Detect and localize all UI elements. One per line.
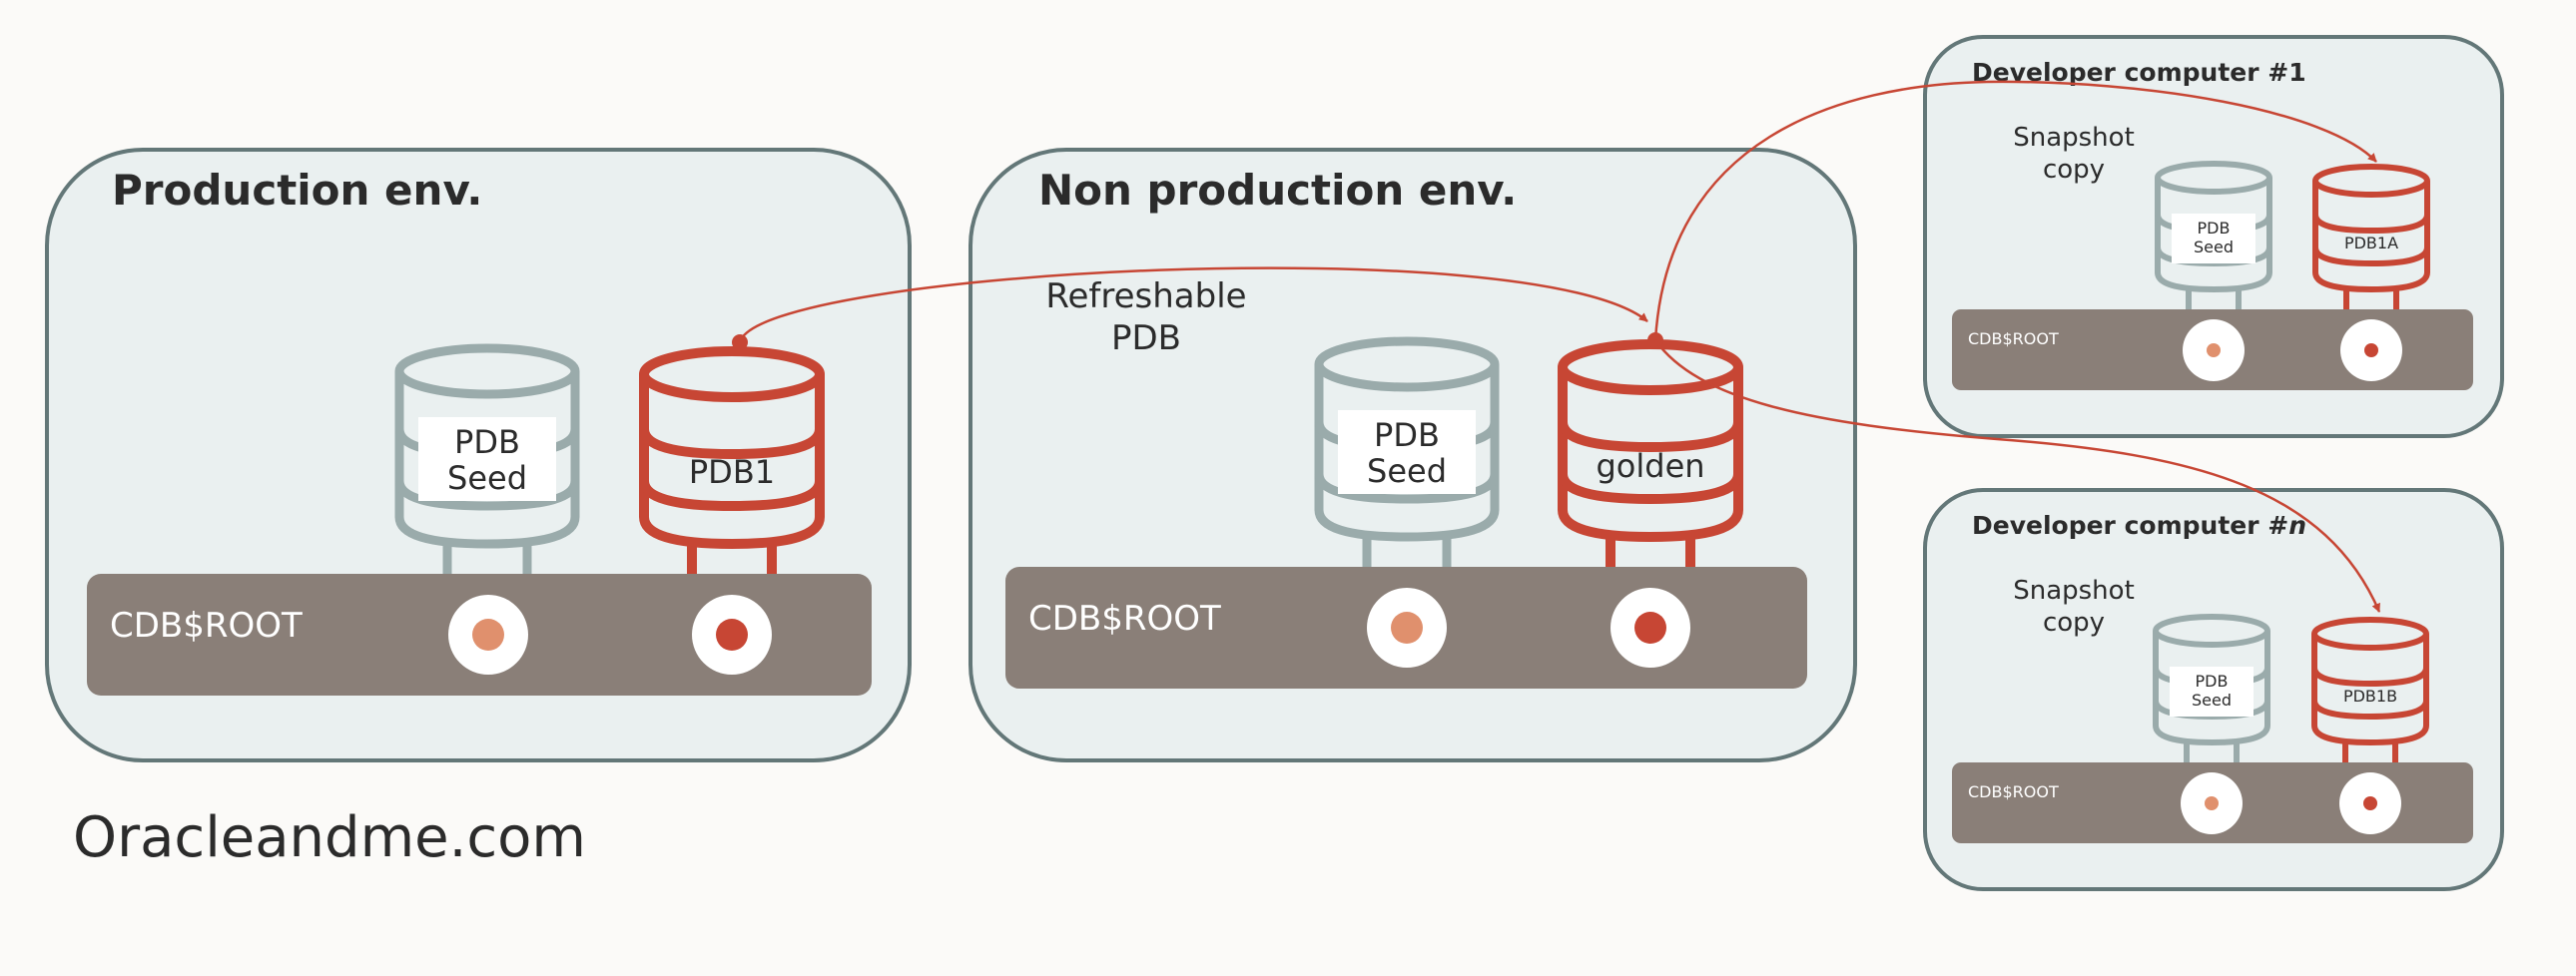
production-env-title: Production env. [112, 166, 482, 215]
snapshot-copy-label-line1: Snapshot [2013, 576, 2135, 606]
golden-database-icon [1558, 339, 1743, 567]
snapshot-copy-label-line2: copy [2043, 608, 2105, 638]
pdb1b-label: PDB1B [2343, 687, 2397, 706]
cdb-root-label: CDB$ROOT [1968, 329, 2059, 348]
pdb1b-database-icon [2311, 617, 2429, 762]
developer-computer-1-panel: Developer computer #1 Snapshot copy CDB$… [1923, 35, 2504, 438]
developer-computer-n-title: Developer computer #n [1972, 511, 2306, 540]
production-env-panel: Production env. CDB$ROOT PDB Seed [45, 148, 912, 762]
snapshot-copy-label-line2: copy [2043, 155, 2105, 185]
pdb-seed-label-line1: PDB [1374, 416, 1440, 454]
pdb1-label: PDB1 [689, 453, 775, 491]
cdb-root-bar: CDB$ROOT [87, 574, 872, 696]
cdb-root-bar: CDB$ROOT [1952, 309, 2473, 390]
site-watermark: Oracleandme.com [73, 805, 586, 870]
pdb1-database-icon [639, 346, 825, 574]
pdb1a-database-icon [2312, 164, 2430, 309]
pdb-seed-label-line2: Seed [447, 459, 527, 497]
pdb-seed-label-line2: Seed [2192, 691, 2232, 710]
pdb1-to-golden-arrow [738, 266, 1648, 343]
pdb-seed-label-line2: Seed [2194, 238, 2234, 256]
nonprod-env-title: Non production env. [1038, 166, 1517, 215]
golden-to-pdb1a-arrow [1653, 80, 2377, 341]
golden-label: golden [1596, 447, 1704, 485]
pdb-seed-label-line1: PDB [2198, 219, 2231, 238]
nonprod-env-panel: Non production env. Refreshable PDB CDB$… [968, 148, 1857, 762]
developer-computer-n-panel: Developer computer #n Snapshot copy CDB$… [1923, 488, 2504, 891]
refreshable-pdb-label-line1: Refreshable [1045, 276, 1246, 316]
golden-to-pdb1b-arrow [1653, 339, 2381, 613]
refreshable-pdb-label-line2: PDB [1111, 318, 1181, 358]
cdb-root-bar: CDB$ROOT [1952, 762, 2473, 843]
pdb-seed-label-line1: PDB [2196, 672, 2229, 691]
pdb-seed-label-line2: Seed [1367, 452, 1447, 490]
snapshot-copy-label-line1: Snapshot [2013, 123, 2135, 153]
refresh-arrows [732, 80, 2381, 613]
cdb-root-bar: CDB$ROOT [1005, 567, 1807, 689]
cdb-root-label: CDB$ROOT [1968, 782, 2059, 801]
pdb1a-label: PDB1A [2344, 234, 2398, 252]
cdb-root-label: CDB$ROOT [110, 606, 303, 646]
pdb-seed-label-line1: PDB [454, 423, 520, 461]
cdb-root-label: CDB$ROOT [1028, 599, 1221, 639]
